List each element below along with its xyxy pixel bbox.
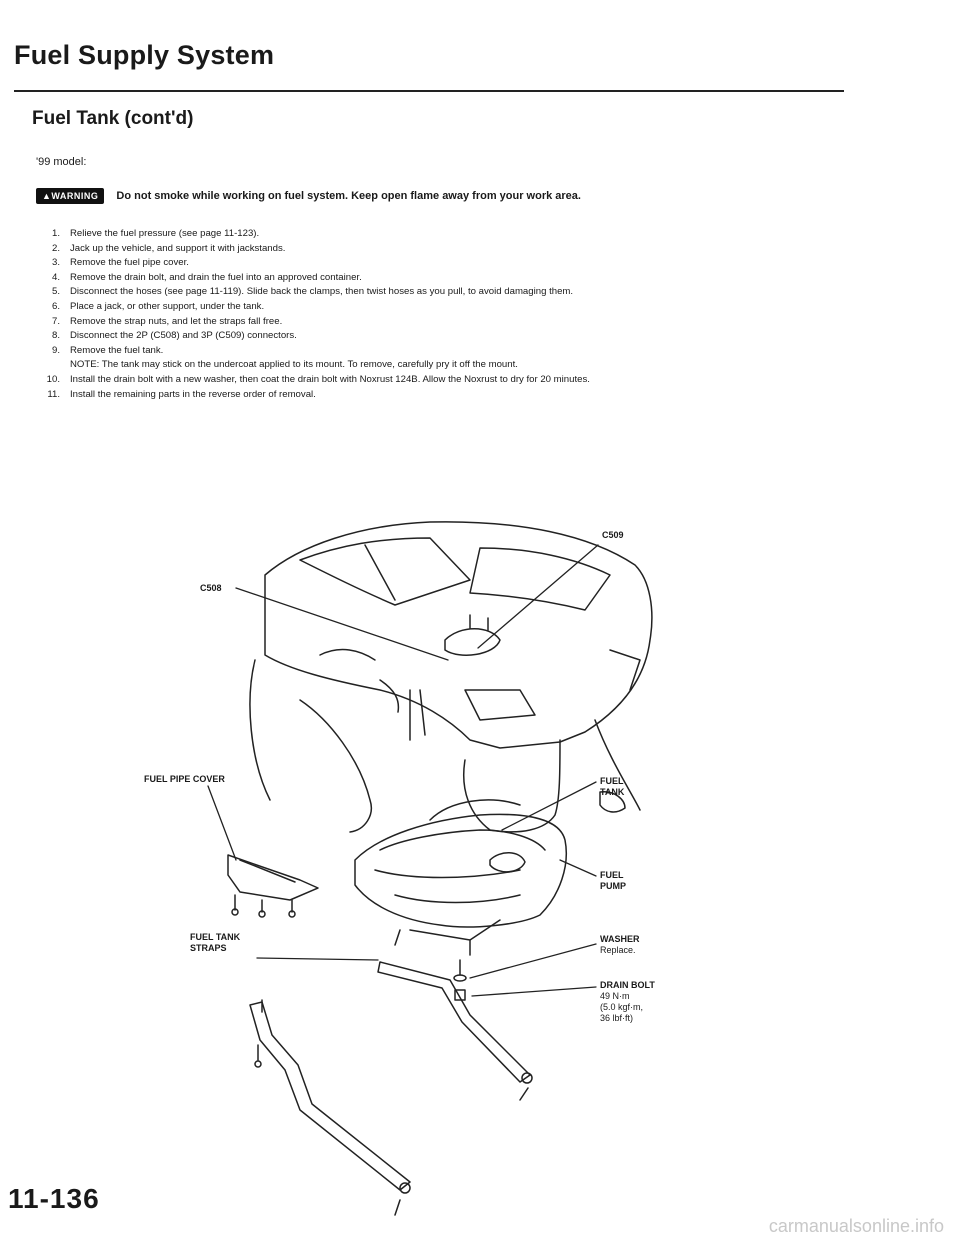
fuel-pipe-cover-illustration [227,854,319,918]
step-number: 9. [51,344,60,356]
step-number: 3. [51,257,60,269]
step-number: 4. [51,271,60,283]
step-item: 8. Disconnect the 2P (C508) and 3P (C509)… [38,329,838,344]
step-note: NOTE: The tank may stick on the undercoa… [38,358,838,373]
step-number: 6. [51,300,60,312]
callout-fuel-pump-line2: PUMP [600,881,627,891]
step-item: 5. Disconnect the hoses (see page 11-119)… [38,285,838,300]
step-text: Remove the drain bolt, and drain the fue… [70,271,362,283]
callout-c509: C509 [602,530,624,540]
fuel-tank-straps-illustration [249,961,533,1216]
step-item: 11. Install the remaining parts in the re… [38,388,838,403]
callout-straps-line1: FUEL TANK [190,932,241,942]
step-text: Disconnect the hoses (see page 11-119). … [70,286,574,298]
step-item: 10. Install the drain bolt with a new was… [38,373,838,388]
step-number: 11. [47,388,60,400]
step-item: 9. Remove the fuel tank. [38,344,838,359]
step-number: 2. [51,242,60,254]
section-title: Fuel Tank (cont'd) [32,108,194,129]
step-text: Remove the strap nuts, and let the strap… [70,315,283,327]
callout-washer-label: WASHER [600,934,640,944]
model-note: '99 model: [36,156,87,168]
callout-drain-bolt: DRAIN BOLT 49 N·m (5.0 kgf·m, 36 lbf·ft) [600,980,655,1024]
step-number: 1. [51,228,60,239]
step-item: 1. Relieve the fuel pressure (see page 11… [38,227,838,242]
watermark: carmanualsonline.info [768,1216,944,1236]
callout-washer-note: Replace. [600,945,636,955]
callout-fuel-tank: FUEL TANK [600,776,624,798]
step-text: Relieve the fuel pressure (see page 11-1… [70,228,260,239]
callout-fuel-pipe-cover: FUEL PIPE COVER [144,774,225,784]
drain-bolt-torque-kgfm: (5.0 kgf·m, [600,1002,644,1012]
procedure-steps: 1. Relieve the fuel pressure (see page 11… [38,227,838,402]
drain-bolt-torque-lbfft: 36 lbf·ft) [600,1013,634,1023]
step-text: Remove the fuel pipe cover. [70,257,189,269]
callout-fuel-tank-straps: FUEL TANK STRAPS [190,932,240,954]
callout-fuel-tank-line2: TANK [600,787,625,797]
callout-washer: WASHER Replace. [600,934,640,956]
title-rule [14,90,844,92]
page-title: Fuel Supply System [14,40,275,70]
step-number: 8. [51,330,60,342]
step-item: 6. Place a jack, or other support, under … [38,300,838,315]
warning-row: ▲WARNING Do not smoke while working on f… [36,188,581,204]
warning-text: Do not smoke while working on fuel syste… [116,190,581,202]
car-body-illustration [249,521,653,833]
callout-fuel-tank-line1: FUEL [600,776,624,786]
step-item: 2. Jack up the vehicle, and support it wi… [38,242,838,257]
step-text: Disconnect the 2P (C508) and 3P (C509) c… [70,330,297,342]
warning-badge: ▲WARNING [36,188,105,204]
drain-bolt-torque-nm: 49 N·m [600,991,630,1001]
step-number: 7. [51,315,60,327]
callout-fuel-pump-line1: FUEL [600,870,624,880]
page-number: 11-136 [8,1183,100,1214]
callout-fuel-pump: FUEL PUMP [600,870,626,892]
step-number: 10. [46,373,60,385]
step-item: 4. Remove the drain bolt, and drain the f… [38,271,838,286]
step-text: Place a jack, or other support, under th… [70,300,265,312]
leader-lines [207,544,599,997]
step-item: 7. Remove the strap nuts, and let the str… [38,315,838,330]
fuel-tank-illustration [354,799,567,956]
step-text: Jack up the vehicle, and support it with… [70,242,286,254]
step-item: 3. Remove the fuel pipe cover. [38,256,838,271]
step-number: 5. [51,286,60,298]
drain-bolt-illustration [453,959,467,1001]
step-text: Install the drain bolt with a new washer… [70,373,590,385]
callout-c508: C508 [200,583,222,593]
step-text: Remove the fuel tank. [70,344,164,356]
step-text: NOTE: The tank may stick on the undercoa… [70,359,518,371]
callout-drain-bolt-label: DRAIN BOLT [600,980,655,990]
step-text: Install the remaining parts in the rever… [70,388,316,400]
callout-straps-line2: STRAPS [190,943,227,953]
